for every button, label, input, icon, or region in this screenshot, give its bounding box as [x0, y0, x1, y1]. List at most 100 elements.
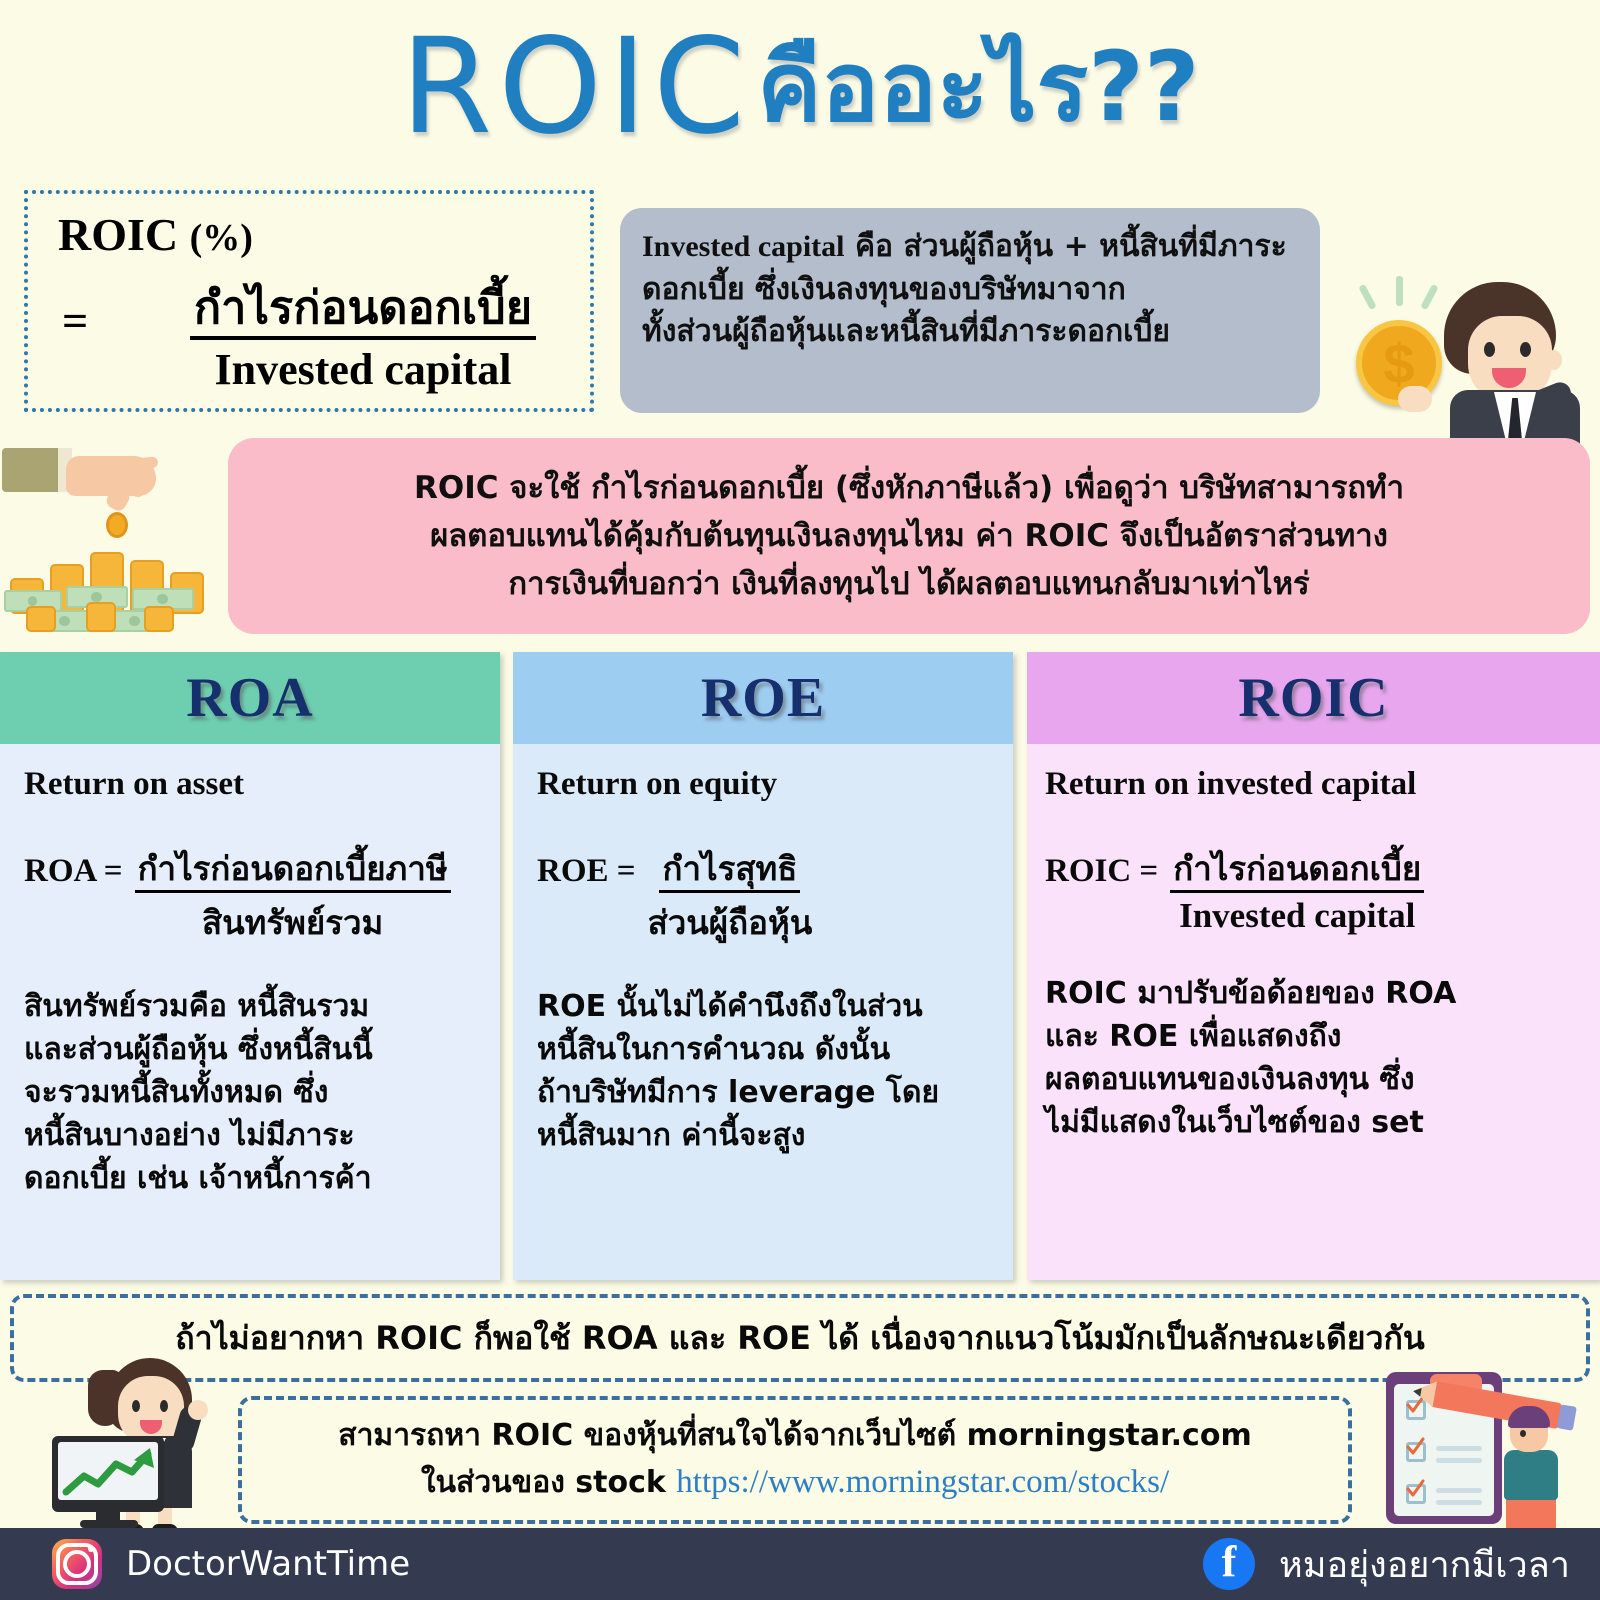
invested-capital-line-3: ทั้งส่วนผู้ถือหุ้นและหนี้สินที่มีภาระดอก…	[642, 314, 1171, 350]
column-roic-fraction: กำไรก่อนดอกเบี้ย Invested capital	[1170, 849, 1425, 936]
source-box: สามารถหา ROIC ของหุ้นที่สนใจได้จากเว็บไซ…	[238, 1396, 1352, 1524]
source-line-1: สามารถหา ROIC ของหุ้นที่สนใจได้จากเว็บไซ…	[338, 1417, 1252, 1453]
dollar-coin-icon: $	[1356, 320, 1442, 406]
falling-coin-icon	[106, 512, 128, 538]
instagram-lens	[63, 1550, 91, 1578]
businessman-eye-left	[1484, 342, 1495, 357]
footer-bar: DoctorWantTime f หมอยุ่งอยากมีเวลา	[0, 1528, 1600, 1600]
businessman-mouth	[1492, 368, 1526, 388]
checkbox-3	[1406, 1484, 1426, 1504]
column-roic-note-line: ผลตอบแทนของเงินลงทุน ซึ่ง	[1045, 1061, 1415, 1097]
sparkle-right	[1420, 283, 1439, 311]
column-roa-note-line: จะรวมหนี้สินทั้งหมด ซึ่ง	[24, 1074, 329, 1110]
column-roe-note-line: ถ้าบริษัทมีการ leverage โดย	[537, 1074, 940, 1110]
column-roic-numerator: กำไรก่อนดอกเบี้ย	[1170, 849, 1425, 893]
column-roic-title: ROIC	[1238, 667, 1389, 729]
sparkle-center	[1396, 276, 1403, 306]
roic-explanation-box: ROIC จะใช้ กำไรก่อนดอกเบี้ย (ซึ่งหักภาษี…	[228, 438, 1590, 634]
invested-capital-line-1-thai: คือ ส่วนผู้ถือหุ้น + หนี้สินที่มีภาระ	[844, 229, 1287, 264]
column-roe-subtitle: Return on equity	[537, 766, 778, 802]
column-roa-note-line: สินทรัพย์รวมคือ หนี้สินรวม	[24, 988, 370, 1024]
invested-capital-term: Invested capital	[642, 230, 845, 263]
column-roe-formula-lhs: ROE =	[537, 853, 636, 889]
column-roe-formula: ROE = กำไรสุทธิ ส่วนผู้ถือหุ้น	[537, 849, 995, 949]
column-roa-note-line: และส่วนผู้ถือหุ้น ซึ่งหนี้สินนี้	[24, 1031, 373, 1067]
woman-eye-right	[160, 1400, 168, 1412]
column-roic-note-line: ไม่มีแสดงในเว็บไซต์ของ set	[1045, 1105, 1424, 1141]
instagram-credit[interactable]: DoctorWantTime	[52, 1539, 410, 1589]
businesswoman-with-chart-monitor-icon	[52, 1352, 282, 1538]
column-roic-note-line: ROIC มาปรับข้อด้อยของ ROA	[1045, 975, 1457, 1011]
column-roa-header: ROA	[0, 652, 500, 744]
checkbox-2	[1406, 1442, 1426, 1462]
woman-fist	[188, 1400, 208, 1420]
businessman-hand	[1398, 386, 1432, 412]
column-roe-header: ROE	[513, 652, 1013, 744]
column-roic-subtitle: Return on invested capital	[1045, 766, 1417, 802]
person-torso	[1504, 1450, 1558, 1500]
instagram-icon[interactable]	[52, 1539, 102, 1589]
source-line-2-prefix: ในส่วนของ stock	[420, 1464, 677, 1500]
invested-capital-line-2: ดอกเบี้ย ซึ่งเงินลงทุนของบริษัทมาจาก	[642, 271, 1126, 307]
businessman-face	[1468, 316, 1562, 402]
tip-text: ถ้าไม่อยากหา ROIC ก็พอใช้ ROA และ ROE ได…	[175, 1318, 1425, 1357]
woman-eye-left	[132, 1400, 140, 1412]
column-roe-title: ROE	[700, 667, 826, 729]
column-roe: ROE Return on equity ROE = กำไรสุทธิ ส่ว…	[513, 652, 1013, 1280]
column-roic-note-line: และ ROE เพื่อแสดงถึง	[1045, 1018, 1342, 1054]
growth-arrow-icon	[62, 1448, 154, 1496]
roic-numerator: กำไรก่อนดอกเบี้ย	[189, 282, 537, 340]
coin-stack-6	[26, 606, 56, 632]
pencil-eraser	[1556, 1404, 1577, 1431]
check-icon-3	[1406, 1479, 1425, 1497]
comparison-columns: ROA Return on asset ROA = กำไรก่อนดอกเบี…	[0, 652, 1600, 1280]
facebook-icon[interactable]: f	[1202, 1538, 1255, 1590]
roic-denominator: Invested capital	[214, 344, 512, 394]
tip-box: ถ้าไม่อยากหา ROIC ก็พอใช้ ROA และ ROE ได…	[10, 1294, 1590, 1382]
coin-stack-8	[144, 606, 174, 632]
roic-explanation-line-1: ROIC จะใช้ กำไรก่อนดอกเบี้ย (ซึ่งหักภาษี…	[413, 469, 1405, 506]
column-roic-formula: ROIC = กำไรก่อนดอกเบี้ย Invested capital	[1045, 849, 1582, 936]
column-roe-note: ROE นั้นไม่ได้คำนึงถึงในส่วน หนี้สินในกา…	[537, 985, 995, 1158]
column-roa-formula-lhs: ROA =	[24, 853, 123, 889]
page-title: ROICคืออะไร??	[0, 10, 1600, 164]
column-roic: ROIC Return on invested capital ROIC = ก…	[1027, 652, 1600, 1280]
coin-stack-7	[86, 602, 116, 632]
check-icon-2	[1406, 1437, 1425, 1455]
check-icon-1	[1406, 1395, 1425, 1413]
facebook-credit[interactable]: f หมอยุ่งอยากมีเวลา	[1202, 1536, 1570, 1593]
roic-formula-label: ROIC	[58, 209, 179, 260]
monitor-icon	[52, 1436, 164, 1512]
businessman-eye-right	[1520, 342, 1531, 357]
column-roe-numerator: กำไรสุทธิ	[659, 849, 801, 893]
column-roic-header: ROIC	[1027, 652, 1600, 744]
businessman-ear	[1546, 350, 1562, 370]
businessman-holding-dollar-coin-icon: $	[1340, 268, 1600, 450]
monitor-screen	[58, 1442, 158, 1500]
column-roe-note-line: หนี้สินในการคำนวณ ดังนั้น	[537, 1031, 891, 1067]
businessman-tie	[1508, 398, 1522, 440]
morningstar-stocks-link[interactable]: https://www.morningstar.com/stocks/	[676, 1463, 1170, 1500]
column-roa-fraction: กำไรก่อนดอกเบี้ยภาษี สินทรัพย์รวม	[134, 849, 451, 949]
paper-line-2	[1436, 1458, 1482, 1463]
paper-line-1	[1436, 1446, 1482, 1451]
column-roe-body: Return on equity ROE = กำไรสุทธิ ส่วนผู้…	[513, 744, 1013, 1157]
column-roic-body: Return on invested capital ROIC = กำไรก่…	[1027, 744, 1600, 1144]
column-roic-note: ROIC มาปรับข้อด้อยของ ROA และ ROE เพื่อแ…	[1045, 972, 1582, 1145]
paper-line-3	[1436, 1488, 1482, 1493]
column-roe-note-line: หนี้สินมาก ค่านี้จะสูง	[537, 1118, 806, 1154]
clipboard	[1386, 1372, 1502, 1524]
column-roa-formula: ROA = กำไรก่อนดอกเบี้ยภาษี สินทรัพย์รวม	[24, 849, 482, 949]
paper-line-4	[1436, 1500, 1482, 1505]
column-roa-title: ROA	[186, 667, 314, 729]
monitor-stand	[96, 1510, 120, 1522]
facebook-page-name: หมอยุ่งอยากมีเวลา	[1278, 1544, 1570, 1586]
column-roa: ROA Return on asset ROA = กำไรก่อนดอกเบี…	[0, 652, 500, 1280]
hand-dropping-coin-icon	[0, 430, 232, 640]
woman-mouth	[140, 1420, 162, 1434]
roic-formula-box: ROIC (%) = กำไรก่อนดอกเบี้ย Invested cap…	[24, 190, 594, 412]
roic-fraction: กำไรก่อนดอกเบี้ย Invested capital	[148, 282, 578, 395]
equals-sign: =	[62, 295, 89, 346]
instagram-dot	[88, 1546, 94, 1552]
